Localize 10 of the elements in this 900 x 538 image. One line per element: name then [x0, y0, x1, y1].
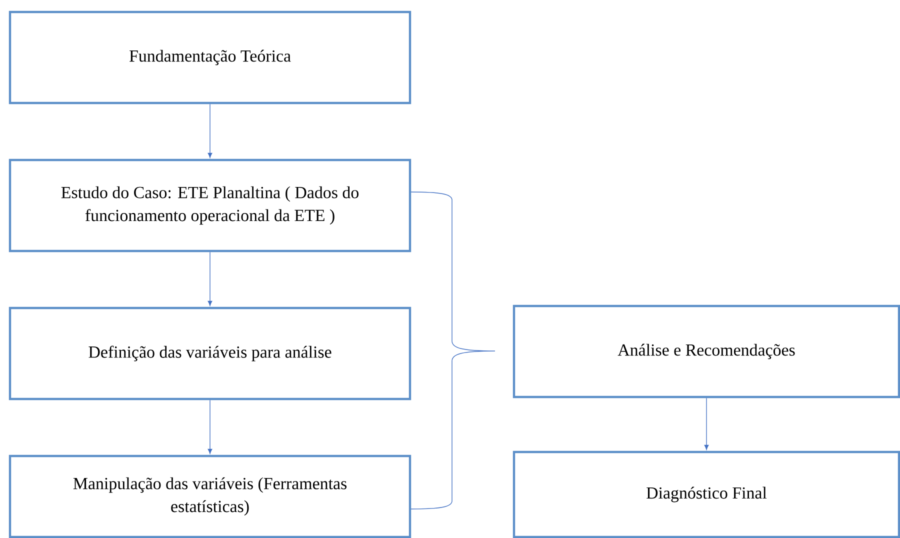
process-box: Análise e Recomendações: [512, 304, 900, 398]
process-box: Definição das variáveis para análise: [8, 306, 412, 400]
arrow: [208, 252, 212, 306]
arrow: [704, 398, 709, 450]
process-box: Estudo do Caso: ETE Planaltina ( Dados do funcionamento operacional da ETE ): [8, 158, 412, 252]
process-box: Diagnóstico Final: [512, 450, 900, 538]
process-box: Fundamentação Teórica: [8, 10, 412, 104]
arrow: [208, 104, 212, 158]
arrow: [208, 400, 212, 454]
process-box: Manipulação das variáveis (Ferramentas estatísticas): [8, 454, 412, 538]
